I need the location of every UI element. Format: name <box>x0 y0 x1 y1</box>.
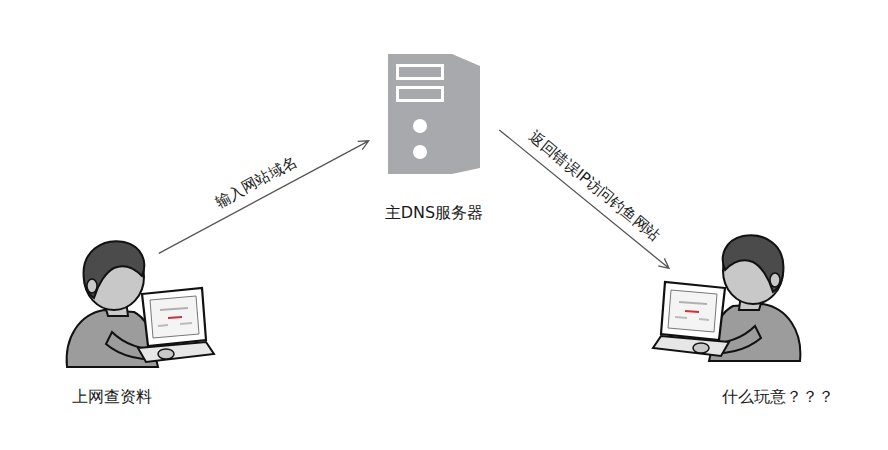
user-figure: 上网查资料 <box>40 232 220 410</box>
node-caption: 主DNS服务器 <box>383 203 485 224</box>
server-icon <box>368 50 500 180</box>
edge-label: 返回错误IP访问钓鱼网站 <box>525 126 666 246</box>
person-at-laptop <box>42 232 217 372</box>
dns-server: 主DNS服务器 <box>366 48 502 230</box>
arrow-connector <box>159 141 369 254</box>
user-figure: 什么玩意？？？ <box>645 226 845 410</box>
arrow-connector <box>499 130 669 268</box>
person-at-laptop <box>650 226 825 366</box>
arrow-line <box>499 130 669 268</box>
node-caption: 什么玩意？？？ <box>720 387 836 408</box>
node-caption: 上网查资料 <box>70 387 154 408</box>
edge-label: 输入网站域名 <box>210 152 301 212</box>
arrow-line <box>159 141 369 254</box>
